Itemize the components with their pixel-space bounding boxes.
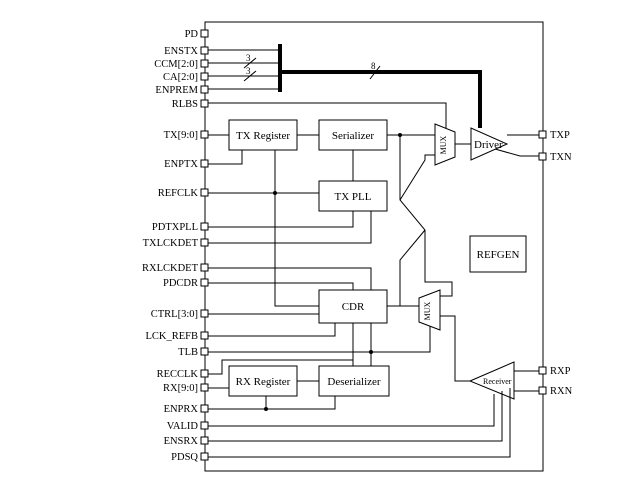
pin-label-ca: CA[2:0] bbox=[163, 72, 198, 83]
pin-label-tlb: TLB bbox=[178, 347, 198, 358]
cdr-block: CDR bbox=[318, 289, 388, 324]
refgen-block: REFGEN bbox=[469, 235, 527, 273]
pin-label-ctrl: CTRL[3:0] bbox=[151, 309, 198, 320]
mux-bottom: MUX bbox=[418, 289, 441, 331]
pin-label-rxp: RXP bbox=[550, 366, 571, 377]
right-pin-labels: TXP TXN RXP RXN bbox=[550, 130, 573, 397]
pin-label-valid: VALID bbox=[167, 421, 199, 432]
mux-top: MUX bbox=[434, 123, 456, 166]
signal-wires bbox=[208, 102, 539, 458]
pin-label-txlckdet: TXLCKDET bbox=[143, 238, 199, 249]
cdr-label: CDR bbox=[342, 301, 365, 313]
pin-label-enprem: ENPREM bbox=[155, 85, 198, 96]
pin-label-tx: TX[9:0] bbox=[164, 130, 198, 141]
pin-label-pd: PD bbox=[185, 29, 199, 40]
mux-bottom-label: MUX bbox=[423, 301, 432, 320]
left-pin-squares bbox=[200, 29, 209, 461]
tx-pll-block: TX PLL bbox=[318, 180, 388, 212]
pin-label-recclk: RECCLK bbox=[157, 369, 199, 380]
serializer-block: Serializer bbox=[318, 119, 388, 151]
deserializer-block: Deserializer bbox=[318, 365, 390, 397]
receiver-label: Receiver bbox=[483, 377, 512, 386]
bus-width-driver: 8 bbox=[371, 61, 376, 71]
bus-width-ccm: 3 bbox=[246, 53, 251, 63]
right-pin-squares bbox=[538, 130, 547, 395]
pin-label-rlbs: RLBS bbox=[172, 99, 198, 110]
driver-buffer: Driver bbox=[470, 127, 509, 161]
refgen-label: REFGEN bbox=[477, 249, 520, 261]
pin-label-pdcdr: PDCDR bbox=[163, 278, 198, 289]
pin-label-txn: TXN bbox=[550, 152, 572, 163]
mux-top-label: MUX bbox=[439, 135, 448, 154]
tx-register-block: TX Register bbox=[228, 119, 298, 151]
receiver-buffer: Receiver bbox=[468, 361, 515, 400]
pin-label-pdsq: PDSQ bbox=[171, 452, 198, 463]
pin-label-txp: TXP bbox=[550, 130, 570, 141]
bus-width-ca: 3 bbox=[246, 66, 251, 76]
tx-register-label: TX Register bbox=[236, 130, 290, 142]
tx-pll-label: TX PLL bbox=[335, 191, 372, 203]
serializer-label: Serializer bbox=[332, 130, 374, 142]
driver-label: Driver bbox=[474, 139, 503, 151]
pin-label-enptx: ENPTX bbox=[164, 159, 198, 170]
pin-label-pdtxpll: PDTXPLL bbox=[152, 222, 198, 233]
rx-register-label: RX Register bbox=[236, 376, 291, 388]
pin-label-enprx: ENPRX bbox=[164, 404, 199, 415]
pin-label-rxlckdet: RXLCKDET bbox=[142, 263, 199, 274]
pin-label-refclk: REFCLK bbox=[158, 188, 199, 199]
junction-dots bbox=[264, 133, 402, 411]
pin-label-ensrx: ENSRX bbox=[164, 436, 199, 447]
left-pin-labels: PD ENSTX CCM[2:0] CA[2:0] ENPREM RLBS TX… bbox=[142, 29, 199, 463]
pin-label-lck-refb: LCK_REFB bbox=[145, 331, 198, 342]
pin-label-enstx: ENSTX bbox=[164, 46, 198, 57]
deserializer-label: Deserializer bbox=[327, 376, 380, 388]
pin-label-ccm: CCM[2:0] bbox=[154, 59, 198, 70]
rx-register-block: RX Register bbox=[228, 365, 298, 397]
pin-label-rx: RX[9:0] bbox=[163, 383, 198, 394]
control-bus: 3 3 8 bbox=[208, 44, 482, 128]
pin-label-rxn: RXN bbox=[550, 386, 573, 397]
